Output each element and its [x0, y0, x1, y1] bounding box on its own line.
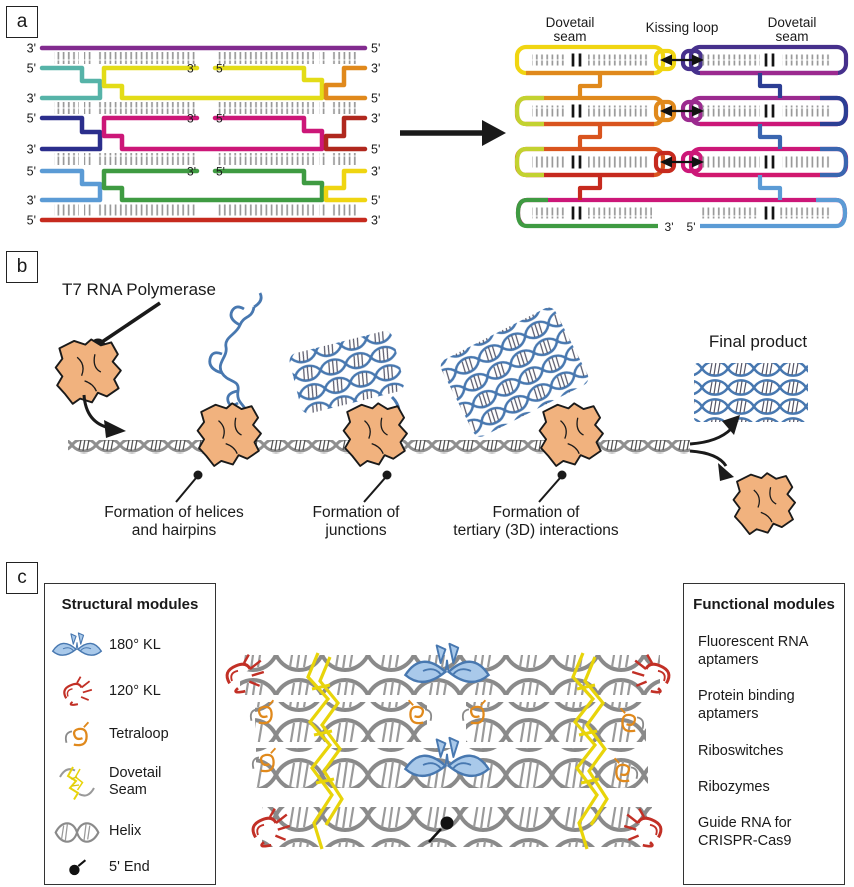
svg-text:tertiary (3D) interactions: tertiary (3D) interactions — [453, 522, 619, 539]
legend-item-5end: 5' End — [45, 854, 215, 882]
dovetail-seam-left — [306, 652, 344, 850]
dovetail-seam-icon — [45, 762, 109, 802]
svg-text:5': 5' — [216, 112, 225, 126]
panel-c-label: c — [6, 562, 38, 594]
svg-text:5': 5' — [371, 42, 380, 56]
binding-arrow-icon — [82, 394, 126, 438]
polymerase-stage2-icon — [342, 402, 408, 467]
svg-text:3': 3' — [371, 165, 380, 179]
polymerase-stage1-icon — [196, 402, 262, 467]
polymerase-stage3-icon — [538, 402, 604, 467]
functional-item: Riboswitches — [698, 742, 784, 759]
released-polymerase-icon — [732, 472, 797, 536]
svg-text:seam: seam — [553, 29, 586, 44]
dovetail-seam-right — [571, 652, 609, 850]
strand-end-labels: 3' 5' 5' 3' 5' 3' 3' 5' 5' 3' 5' 3' 3' 5… — [27, 42, 381, 228]
stage2-rna-sheet — [289, 331, 405, 414]
base-pair-ticks-right — [532, 53, 832, 220]
svg-text:3': 3' — [27, 42, 36, 56]
legend-item-180kl: 180° KL — [45, 624, 215, 668]
svg-text:3': 3' — [187, 165, 196, 179]
svg-text:5': 5' — [371, 143, 380, 157]
five-prime-end-icon — [45, 858, 109, 878]
panel-b-label: b — [6, 251, 38, 283]
svg-text:3': 3' — [371, 62, 380, 76]
folded-rna-structure — [514, 44, 849, 229]
strand-teal — [39, 65, 103, 101]
svg-text:5': 5' — [216, 62, 225, 76]
svg-text:5': 5' — [371, 194, 380, 208]
svg-text:Dovetail: Dovetail — [546, 15, 595, 30]
svg-text:5': 5' — [27, 62, 36, 76]
step-callouts: Formation of helices and hairpins Format… — [104, 470, 619, 539]
functional-item: Protein binding aptamers — [698, 688, 795, 723]
structural-modules-box: Structural modules 180° KL 120° KL Tetra… — [44, 583, 216, 885]
final-product-label: Final product — [709, 332, 808, 351]
strand-yellow2 — [323, 168, 368, 203]
svg-text:and hairpins: and hairpins — [132, 522, 217, 539]
five-prime-end-marker — [428, 816, 454, 843]
svg-text:5': 5' — [687, 220, 696, 234]
svg-text:Dovetail: Dovetail — [768, 15, 817, 30]
svg-text:Formation of: Formation of — [492, 504, 580, 521]
svg-text:3': 3' — [187, 62, 196, 76]
svg-text:3': 3' — [27, 92, 36, 106]
strand-yellow — [101, 65, 325, 101]
svg-text:junctions: junctions — [324, 522, 386, 539]
base-pair-ticks-left — [54, 50, 357, 218]
svg-text:3': 3' — [371, 112, 380, 126]
svg-text:Kissing loop: Kissing loop — [646, 20, 719, 35]
folded-structure-end-labels: 3' 5' — [665, 220, 696, 234]
legend-item-120kl: 120° KL — [45, 670, 215, 714]
tetraloop-icon — [45, 719, 109, 751]
kl120-icon — [45, 674, 109, 710]
release-arrows — [689, 415, 740, 481]
svg-text:Formation of: Formation of — [312, 504, 400, 521]
legend-item-dovetail-seam: Dovetail Seam — [45, 756, 215, 808]
structural-modules-title: Structural modules — [61, 596, 199, 613]
strand-green — [101, 168, 325, 203]
kissing-loop-arrows — [660, 54, 704, 168]
final-product-tile — [694, 363, 808, 422]
folding-arrow-icon — [400, 120, 506, 146]
strand-navy — [39, 115, 103, 152]
svg-text:3': 3' — [665, 220, 674, 234]
panel-a-diagram: 3' 5' 5' 3' 5' 3' 3' 5' 5' 3' 5' 3' 3' 5… — [27, 15, 849, 234]
svg-text:3': 3' — [27, 143, 36, 157]
strand-dark-red — [323, 115, 368, 152]
folded-structure-labels: Dovetail seam Kissing loop Dovetail seam — [546, 15, 817, 44]
svg-text:5': 5' — [371, 92, 380, 106]
svg-text:5': 5' — [27, 112, 36, 126]
panel-b-diagram: T7 RNA Polymerase Formation of helices a… — [54, 280, 808, 539]
legend-item-tetraloop: Tetraloop — [45, 714, 215, 756]
functional-modules-title: Functional modules — [693, 596, 835, 613]
svg-text:seam: seam — [775, 29, 808, 44]
t7-polymerase-icon — [54, 338, 122, 405]
svg-text:Formation of helices: Formation of helices — [104, 504, 244, 521]
svg-text:3': 3' — [371, 214, 380, 228]
functional-modules-box: Functional modules Fluorescent RNA aptam… — [683, 583, 845, 885]
svg-text:5': 5' — [27, 165, 36, 179]
stage1-nascent-rna — [208, 292, 263, 418]
functional-item: Guide RNA for CRISPR-Cas9 — [698, 814, 792, 849]
kl180-icon — [45, 630, 109, 663]
svg-text:5': 5' — [27, 214, 36, 228]
helix-icon — [45, 819, 109, 846]
stage3-rna-sheet — [440, 307, 589, 437]
strand-light-blue — [39, 168, 103, 203]
polymerase-label: T7 RNA Polymerase — [62, 280, 216, 299]
strand-magenta — [101, 115, 325, 152]
svg-text:5': 5' — [216, 165, 225, 179]
panel-a-label: a — [6, 6, 38, 38]
svg-text:3': 3' — [187, 112, 196, 126]
functional-item: Fluorescent RNA aptamers — [698, 634, 808, 669]
panel-c-tile-art — [225, 642, 671, 850]
svg-text:3': 3' — [27, 194, 36, 208]
strand-orange — [323, 65, 368, 101]
legend-item-helix: Helix — [45, 810, 215, 854]
functional-item: Ribozymes — [698, 778, 770, 795]
